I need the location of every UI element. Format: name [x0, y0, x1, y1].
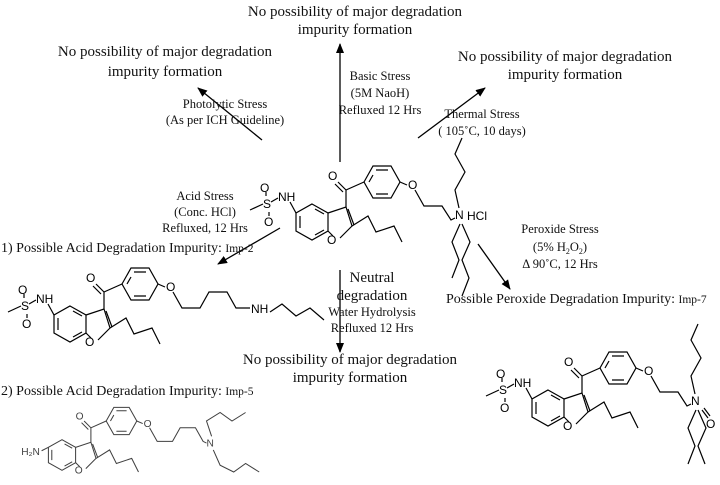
imp-7-n-oxide-label: O: [706, 417, 715, 431]
photolytic-label: Photolytic Stress: [183, 97, 268, 111]
top-right-outcome-2: impurity formation: [508, 67, 623, 83]
basic-label: Basic Stress: [350, 69, 411, 83]
amine-n-label: N: [455, 208, 464, 222]
imp-7-structure: N O: [485, 323, 715, 465]
imp-5-title: 2) Possible Acid Degradation Impurity: I…: [1, 384, 254, 399]
thermal-conditions: ( 105˚C, 10 days): [438, 124, 526, 138]
parent-drug-structure: N HCl: [249, 137, 487, 297]
acid-arrow: [217, 227, 281, 265]
photolytic-arrow: [197, 87, 263, 141]
top-left-outcome-2: impurity formation: [108, 64, 223, 80]
imp-5-n-label: N: [206, 439, 213, 450]
imp-2-structure: NH: [7, 267, 325, 350]
imp-7-n-label: N: [691, 394, 700, 408]
thermal-arrow: [417, 87, 486, 139]
neutral-title-2: degradation: [337, 288, 408, 304]
top-right-outcome: No possibility of major degradation: [458, 49, 673, 65]
peroxide-conditions: Δ 90˚C, 12 Hrs: [522, 257, 598, 271]
imp-7-title: Possible Peroxide Degradation Impurity: …: [446, 292, 707, 307]
imp-2-nh-label: NH: [251, 302, 268, 316]
neutral-reagent: Water Hydrolysis: [328, 305, 416, 319]
acid-label: Acid Stress: [176, 189, 233, 203]
bottom-outcome: No possibility of major degradation: [243, 352, 458, 368]
top-outcome-2: impurity formation: [298, 22, 413, 38]
neutral-title: Neutral: [350, 270, 395, 286]
imp-5-amine-label: H₂N: [21, 447, 40, 458]
bottom-outcome-2: impurity formation: [293, 370, 408, 386]
thermal-label: Thermal Stress: [444, 107, 519, 121]
photolytic-conditions: (As per ICH Guideline): [166, 113, 284, 127]
acid-conditions: Refluxed, 12 Hrs: [162, 221, 248, 235]
basic-reagent: (5M NaoH): [351, 86, 410, 100]
neutral-conditions: Refluxed 12 Hrs: [331, 321, 414, 335]
imp-2-title: 1) Possible Acid Degradation Impurity: I…: [1, 241, 254, 256]
hcl-label: HCl: [467, 209, 487, 223]
peroxide-reagent: (5% H2O2): [533, 240, 587, 256]
imp-5-structure: H₂N N: [21, 406, 260, 478]
acid-reagent: (Conc. HCl): [174, 205, 236, 219]
top-left-outcome: No possibility of major degradation: [58, 44, 273, 60]
top-outcome: No possibility of major degradation: [248, 4, 463, 20]
peroxide-arrow: [477, 243, 511, 290]
peroxide-label: Peroxide Stress: [521, 222, 599, 236]
basic-conditions: Refluxed 12 Hrs: [339, 103, 422, 117]
